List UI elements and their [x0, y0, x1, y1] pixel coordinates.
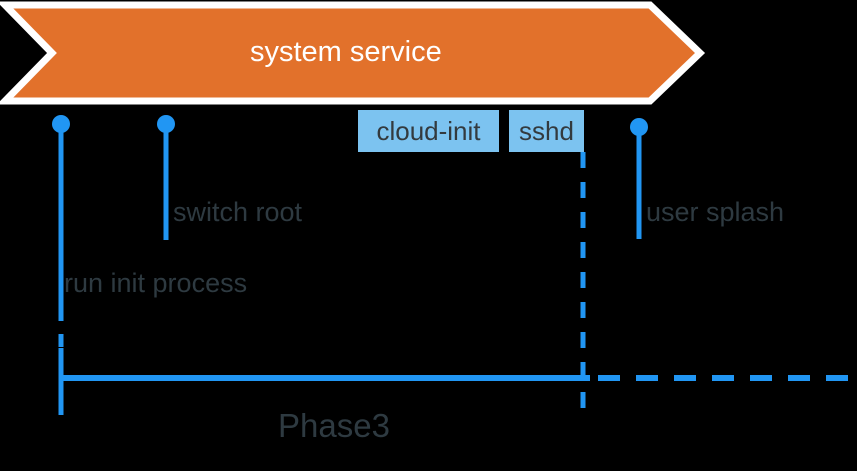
phase-label: Phase3 — [278, 407, 390, 444]
system-service-banner-shape — [0, 1, 706, 105]
milestone-user-splash-marker — [630, 118, 648, 239]
milestone-label-user-splash: user splash — [646, 197, 785, 227]
banner-label: system service — [250, 36, 442, 68]
milestone-label-switch-root: switch root — [173, 197, 303, 227]
service-box-cloud-init-label: cloud-init — [376, 116, 481, 146]
milestone-run-init-process-marker — [52, 115, 70, 415]
milestone-label-run-init-process: run init process — [64, 268, 248, 298]
milestone-switch-root-marker — [157, 115, 175, 240]
service-box-cloud-init — [358, 110, 499, 152]
service-box-sshd — [509, 110, 584, 152]
service-box-sshd-label: sshd — [519, 116, 574, 146]
